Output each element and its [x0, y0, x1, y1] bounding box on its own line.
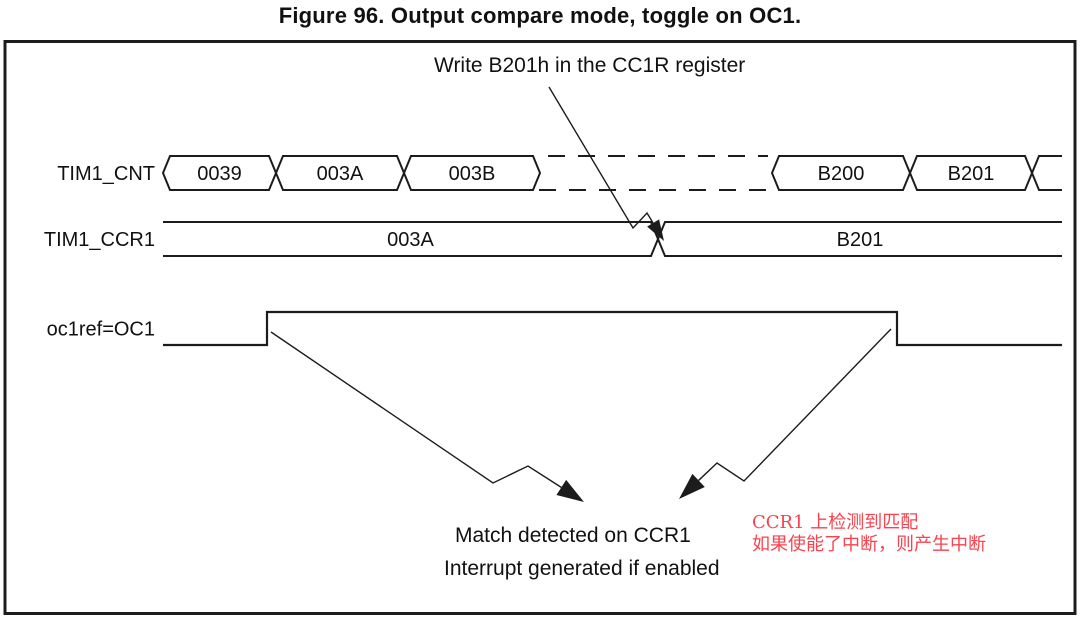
signal-label: TIM1_CCR1 — [44, 229, 155, 251]
figure-title: Figure 96. Output compare mode, toggle o… — [278, 3, 802, 28]
bus-segment — [402, 155, 542, 191]
signal-label: TIM1_CNT — [57, 163, 155, 185]
cn-match-annotation: CCR1 上检测到匹配 — [752, 512, 919, 533]
wave-line — [163, 310, 1062, 347]
bus-value: 0039 — [197, 163, 242, 185]
interrupt-annotation: Interrupt generated if enabled — [444, 557, 720, 580]
match-detected-annotation: Match detected on CCR1 — [455, 524, 691, 547]
bus-value: 003A — [317, 163, 364, 185]
bus-segment — [656, 221, 1062, 257]
match-arrow-right-line — [698, 328, 892, 482]
write-arrow-line — [548, 86, 654, 230]
bus-value: B201 — [837, 229, 884, 251]
match-arrow-left-line — [270, 331, 562, 488]
match-arrow-right-head — [679, 473, 705, 499]
write-arrow-head — [647, 219, 664, 241]
bus-value: 003A — [387, 229, 434, 251]
cn-interrupt-annotation: 如果使能了中断，则产生中断 — [752, 534, 986, 555]
bus-value: B200 — [818, 163, 865, 185]
diagram-frame — [3, 40, 1077, 615]
match-arrow-left-head — [556, 479, 584, 502]
bus-segment — [1030, 155, 1062, 191]
bus-value: 003B — [449, 163, 496, 185]
bus-value: B201 — [948, 163, 995, 185]
write-ccr-annotation: Write B201h in the CC1R register — [434, 54, 746, 77]
signal-label: oc1ref=OC1 — [47, 319, 155, 341]
